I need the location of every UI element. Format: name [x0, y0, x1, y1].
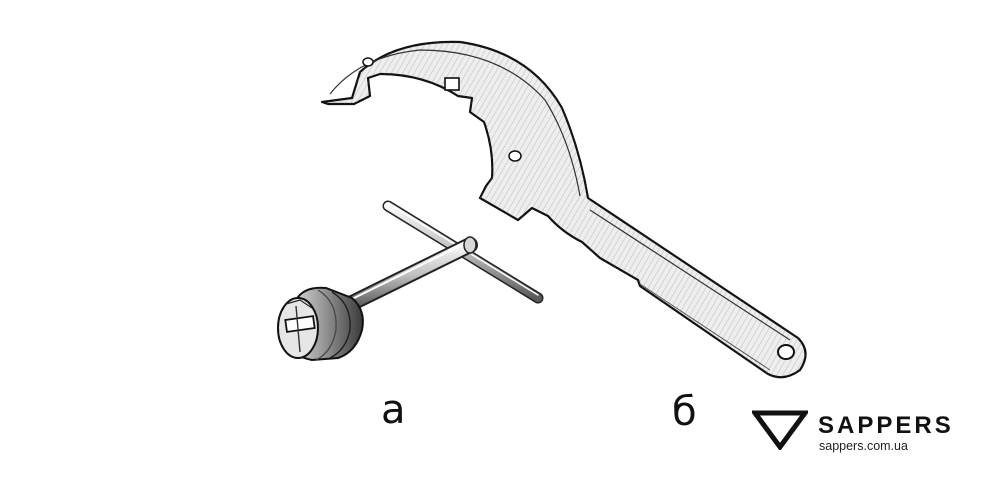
logo-name: SAPPERS — [818, 412, 954, 439]
t-handle-key — [277, 200, 544, 362]
tool-label-b: б — [672, 389, 697, 435]
logo-url: sappers.com.ua — [819, 439, 908, 453]
tool-label-a: а — [381, 387, 406, 433]
hook-pin-hole — [362, 57, 374, 67]
triangle-down-icon — [752, 410, 808, 450]
key-nut-head — [277, 286, 364, 362]
sappers-logo: SAPPERS sappers.com.ua — [752, 408, 972, 458]
key-shaft — [336, 236, 478, 315]
hook-notch — [444, 77, 460, 91]
inner-pin-hole — [508, 150, 522, 162]
hook-wrench — [320, 40, 807, 379]
handle-hole — [777, 344, 795, 360]
